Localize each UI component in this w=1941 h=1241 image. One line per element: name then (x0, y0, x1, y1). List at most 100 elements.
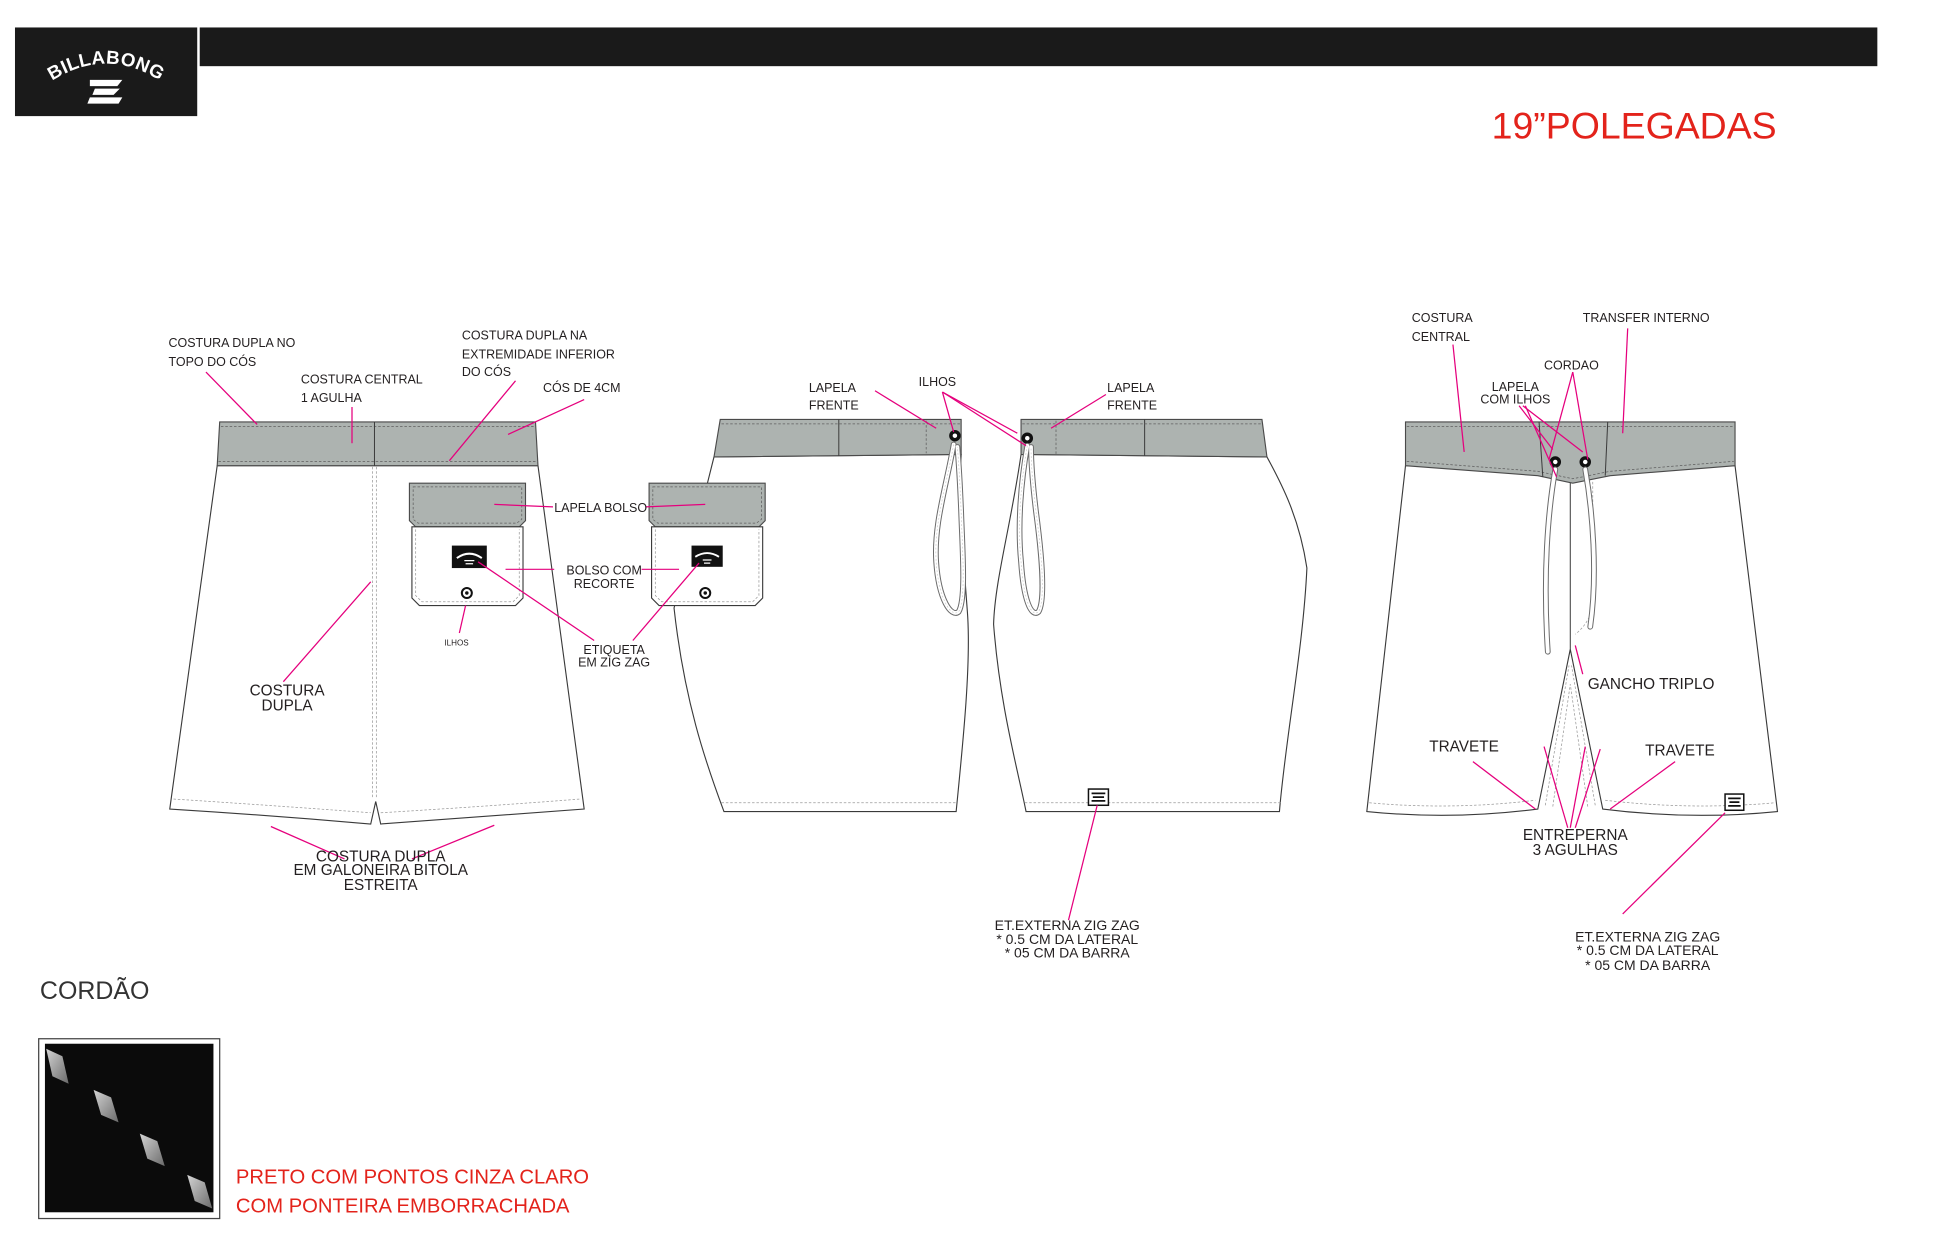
leader-cos-4cm (507, 398, 585, 436)
front-eyelet-right-hole (1583, 459, 1588, 465)
side-woven-label-mark (702, 559, 712, 564)
cord-swatch (44, 1043, 214, 1213)
side-right-external-tag-mark (1091, 792, 1106, 802)
label-lapela-bolso: LAPELA BOLSO (554, 501, 647, 515)
leader-costura-dupla-inferior (448, 380, 517, 462)
label-galoneira-2: EM GALONEIRA BITOLA (293, 862, 468, 879)
eyelet-icon (460, 587, 473, 600)
woven-label-mark (464, 559, 475, 565)
side-view-labels: LAPELA FRENTE ILHOS LAPELA FRENTE ET.EXT… (809, 375, 1157, 961)
side-left-waistband (713, 418, 962, 458)
front-view-labels: COSTURA CENTRAL TRANSFER INTERNO CORDAO … (1412, 311, 1720, 973)
leader-lines (205, 328, 1726, 921)
front-external-tag-icon (1724, 793, 1745, 812)
label-costura-dupla-inferior-3: DO CÓS (462, 364, 511, 379)
side-left-drawstring (932, 441, 967, 616)
label-travete-left: TRAVETE (1429, 739, 1499, 756)
leader-etiqueta-back (477, 561, 595, 641)
billabong-logo-icon (87, 79, 123, 104)
leader-lapela-ilhos-a (1518, 405, 1554, 450)
leader-lapela-bolso-side (645, 503, 706, 508)
external-tag-icon (1087, 788, 1110, 807)
header-bar (199, 27, 1878, 67)
front-drawstring-left-fill (1543, 467, 1558, 654)
leader-et-externa-front (1622, 812, 1726, 915)
front-drawstring-right-fill (1583, 467, 1596, 629)
label-lapela-frente-right-1: LAPELA (1107, 381, 1155, 395)
label-ilhos-pocket: ILHOS (444, 638, 469, 647)
leader-gancho-triplo (1574, 645, 1584, 675)
side-view-right-drawing (993, 418, 1308, 813)
leader-entreperna-c (1574, 748, 1601, 828)
cord-title: CORDÃO (40, 976, 150, 1005)
front-hem-stitch-left (1369, 799, 1536, 807)
label-costura-dupla-topo-1: COSTURA DUPLA NO (169, 336, 296, 350)
leader-et-externa-side (1067, 805, 1098, 921)
label-etiqueta-1: ETIQUETA (583, 643, 645, 657)
label-galoneira-1: COSTURA DUPLA (316, 848, 446, 865)
leader-ilhos-b (942, 391, 1018, 434)
leader-transfer-interno (1622, 328, 1629, 434)
side-right-eyelet-icon (1021, 432, 1034, 444)
side-right-body (993, 453, 1308, 813)
size-title: 19”POLEGADAS (1492, 105, 1777, 147)
label-et-externa-side-3: * 05 CM DA BARRA (1005, 945, 1131, 961)
front-external-tag-mark (1728, 797, 1741, 807)
side-left-drawstring-fill (933, 442, 966, 615)
cord-section: CORDÃO PRETO COM PONTOS CINZA CLARO COM … (38, 976, 589, 1220)
label-transfer-interno: TRANSFER INTERNO (1583, 311, 1710, 325)
label-entreperna-1: ENTREPERNA (1523, 827, 1629, 844)
side-woven-label (691, 545, 723, 567)
front-drawstrings (1542, 466, 1597, 655)
side-left-eyelet-icon (949, 429, 961, 442)
back-view-labels: COSTURA DUPLA NO TOPO DO CÓS COSTURA CEN… (169, 329, 651, 895)
label-front-costura-central-2: CENTRAL (1412, 330, 1470, 344)
leader-travete-left (1472, 761, 1536, 810)
side-right-drawstring (1016, 442, 1046, 616)
cord-dot-4 (187, 1174, 213, 1209)
cord-description-2: COM PONTEIRA EMBORRACHADA (236, 1195, 570, 1217)
leader-cordao-b (1572, 371, 1589, 460)
leader-costura-dupla-topo (205, 371, 258, 425)
label-costura-dupla-topo-2: TOPO DO CÓS (169, 354, 257, 369)
front-eyelet-left-hole (1553, 459, 1558, 465)
label-front-costura-central-1: COSTURA (1412, 311, 1474, 325)
label-ilhos-side: ILHOS (919, 375, 956, 389)
front-body (1366, 465, 1779, 816)
label-travete-right: TRAVETE (1645, 742, 1715, 759)
front-inseam-stitch-left (1544, 665, 1570, 806)
leader-ilhos-pocket (458, 605, 467, 634)
label-entreperna-2: 3 AGULHAS (1533, 842, 1618, 859)
side-pocket-flap (648, 482, 766, 528)
cord-description-1: PRETO COM PONTOS CINZA CLARO (236, 1167, 589, 1189)
label-et-externa-side-1: ET.EXTERNA ZIG ZAG (995, 917, 1140, 933)
leader-lapela-ilhos-b (1522, 405, 1584, 453)
side-left-eyelet-hole (952, 433, 958, 438)
front-lapel-left-edge (1538, 421, 1544, 477)
front-view-drawing (1366, 421, 1779, 816)
back-waistband (216, 421, 539, 467)
label-costura-dupla-2: DUPLA (262, 697, 314, 714)
label-lapela-frente-left-2: FRENTE (809, 399, 859, 413)
front-lapel-right-edge (1604, 421, 1609, 476)
label-cos: CÓS DE 4CM (543, 380, 621, 395)
leader-galoneira-left (270, 825, 345, 860)
label-bolso-1: BOLSO COM (566, 563, 642, 577)
label-lapela-ilhos-1: LAPELA (1492, 380, 1540, 394)
label-costura-central-1: COSTURA CENTRAL (301, 372, 423, 386)
back-hem-stitch-left (173, 798, 371, 814)
header: BILLABONG 19”POLEGADAS (14, 27, 1878, 147)
side-view-left-drawing (648, 418, 969, 813)
label-lapela-frente-right-2: FRENTE (1107, 399, 1157, 413)
label-bolso-2: RECORTE (574, 577, 635, 591)
side-woven-label-logo (694, 552, 720, 558)
label-et-externa-front-2: * 0.5 CM DA LATERAL (1577, 942, 1719, 958)
label-etiqueta-2: EM ZIG ZAG (578, 656, 650, 670)
back-view-drawing (169, 421, 585, 825)
front-eyelet-right-icon (1579, 456, 1591, 468)
leader-galoneira-right (411, 824, 495, 860)
woven-label-logo (456, 552, 483, 559)
leader-entreperna-a (1543, 746, 1569, 828)
leader-etiqueta-side (632, 562, 700, 641)
